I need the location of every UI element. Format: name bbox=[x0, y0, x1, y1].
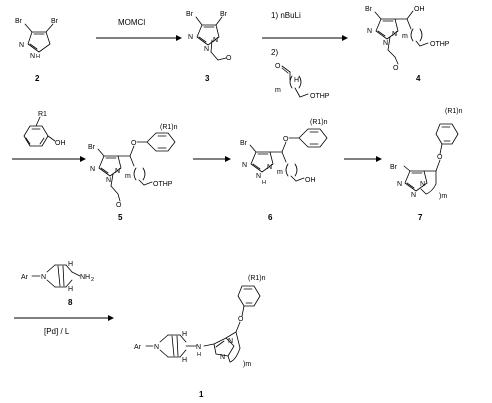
atom-label: N bbox=[106, 177, 111, 184]
arrow-head bbox=[376, 156, 382, 162]
atom-label: )m bbox=[243, 361, 251, 368]
atom-label: R1 bbox=[38, 111, 47, 118]
atom-label: 2 bbox=[91, 277, 94, 283]
atom-label: H bbox=[197, 352, 201, 358]
atom-label: O bbox=[116, 202, 122, 209]
compound-label-8: 8 bbox=[68, 298, 73, 307]
arrow-head bbox=[176, 35, 182, 41]
atom-label: N bbox=[242, 162, 247, 169]
atom-label: O bbox=[437, 154, 443, 161]
compound-label-5: 5 bbox=[118, 213, 123, 222]
atom-label: N bbox=[392, 31, 397, 38]
compound-label-7: 7 bbox=[418, 213, 423, 222]
arrow-head bbox=[80, 156, 86, 162]
atom-label: OTHP bbox=[153, 181, 173, 188]
atom-label: OH bbox=[55, 140, 66, 147]
compound-4-structure: Br OH N N N m OTHP O bbox=[365, 6, 450, 72]
atom-label: N bbox=[204, 46, 209, 53]
atom-label: Ar bbox=[134, 344, 142, 351]
atom-label: N bbox=[41, 274, 46, 281]
reagent-step6: [Pd] / L bbox=[44, 327, 70, 336]
atom-label: N bbox=[420, 181, 425, 188]
arrow-head bbox=[108, 315, 114, 321]
atom-label: Ar bbox=[21, 274, 29, 281]
atom-label: O bbox=[275, 63, 281, 70]
atom-label: N bbox=[397, 181, 402, 188]
reagent-step2b: 2) bbox=[271, 48, 278, 57]
atom-label: (R1)n bbox=[310, 119, 328, 126]
atom-label: N bbox=[188, 34, 193, 41]
atom-label: N bbox=[267, 164, 272, 171]
atom-label: O bbox=[226, 55, 232, 62]
atom-label: H bbox=[182, 331, 187, 338]
atom-label: (R1)n bbox=[445, 108, 463, 115]
compound-label-6: 6 bbox=[268, 213, 273, 222]
atom-label: (R1)n bbox=[248, 275, 266, 282]
compound-7-structure: Br N N N O (R1)n )m bbox=[390, 108, 463, 200]
compound-8-structure: Ar N H H NH 2 bbox=[21, 261, 94, 293]
atom-label: m bbox=[275, 87, 281, 94]
atom-label: O bbox=[283, 136, 289, 143]
aldehyde-reagent-structure: O H m OTHP bbox=[275, 63, 330, 100]
atom-label: H bbox=[36, 54, 40, 60]
atom-label: Br bbox=[186, 11, 194, 18]
atom-label: OTHP bbox=[430, 41, 450, 48]
atom-label: NH bbox=[80, 274, 90, 281]
atom-label: N bbox=[213, 37, 218, 44]
atom-label: H bbox=[262, 180, 266, 186]
atom-label: O bbox=[393, 65, 399, 72]
atom-label: Br bbox=[240, 140, 248, 147]
atom-label: Br bbox=[51, 18, 59, 25]
atom-label: Br bbox=[88, 144, 96, 151]
atom-label: N bbox=[90, 166, 95, 173]
atom-label: OTHP bbox=[310, 93, 330, 100]
atom-label: H bbox=[68, 261, 73, 268]
compound-label-2: 2 bbox=[35, 74, 40, 83]
compound-3-structure: Br Br N N N O bbox=[186, 11, 232, 62]
compound-1-structure: Ar N H H N H N N O (R1)n )m bbox=[134, 275, 266, 368]
atom-label: N bbox=[154, 344, 159, 351]
atom-label: H bbox=[182, 357, 187, 364]
atom-label: N bbox=[367, 28, 372, 35]
atom-label: OH bbox=[414, 6, 425, 13]
compound-2-structure: Br Br N N H bbox=[15, 18, 59, 60]
atom-label: O bbox=[131, 140, 137, 147]
reagent-step1: MOMCl bbox=[118, 18, 145, 27]
atom-label: Br bbox=[390, 164, 398, 171]
atom-label: H bbox=[294, 77, 299, 84]
atom-label: )m bbox=[439, 193, 447, 200]
atom-label: N bbox=[220, 354, 225, 361]
compound-5-structure: Br N N N O (R1)n m OTHP O bbox=[88, 124, 178, 209]
compound-6-structure: Br N N H N O (R1)n m OH bbox=[240, 119, 328, 186]
atom-label: m bbox=[402, 33, 408, 40]
atom-label: (R1)n bbox=[160, 124, 178, 131]
phenol-reagent-structure: R1 OH bbox=[23, 111, 66, 147]
arrow-head bbox=[342, 35, 348, 41]
atom-label: N bbox=[115, 168, 120, 175]
atom-label: N bbox=[228, 338, 233, 345]
compound-label-3: 3 bbox=[205, 74, 210, 83]
arrow-head bbox=[225, 156, 231, 162]
atom-label: OH bbox=[305, 177, 316, 184]
reagent-step2a: 1) nBuLi bbox=[271, 11, 301, 20]
compound-label-1: 1 bbox=[199, 390, 204, 399]
atom-label: H bbox=[68, 286, 73, 293]
compound-label-4: 4 bbox=[416, 74, 421, 83]
atom-label: N bbox=[256, 173, 261, 180]
atom-label: Br bbox=[365, 6, 373, 13]
atom-label: N bbox=[30, 53, 35, 60]
atom-label: N bbox=[383, 40, 388, 47]
atom-label: N bbox=[411, 192, 416, 199]
atom-label: m bbox=[125, 173, 131, 180]
atom-label: N bbox=[19, 42, 24, 49]
atom-label: Br bbox=[15, 18, 23, 25]
atom-label: O bbox=[238, 316, 244, 323]
atom-label: N bbox=[196, 344, 201, 351]
atom-label: Br bbox=[220, 11, 228, 18]
atom-label: m bbox=[277, 169, 283, 176]
